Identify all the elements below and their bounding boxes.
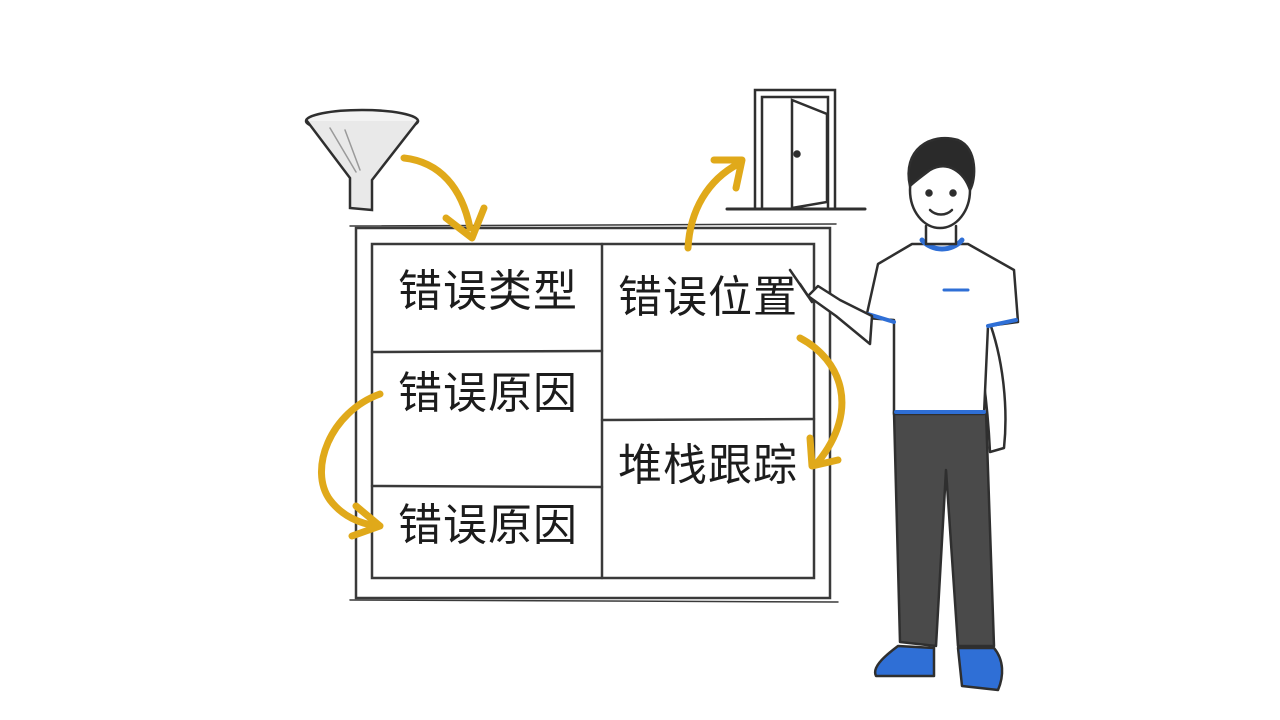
arrow-table-to-door (684, 156, 746, 252)
error-info-table (349, 223, 839, 603)
arrow-funnel-to-table (400, 154, 488, 242)
cell-error-cause-1: 错误原因 (398, 368, 578, 419)
presenter-figure (788, 137, 1020, 692)
arrow-cause-loop (318, 390, 384, 540)
cell-error-location: 错误位置 (618, 272, 798, 323)
funnel-icon (304, 108, 420, 212)
arrow-location-to-stack (796, 334, 846, 470)
open-door-icon (725, 88, 867, 211)
cell-error-type: 错误类型 (398, 266, 578, 317)
cell-stack-trace: 堆栈跟踪 (618, 440, 798, 491)
cell-error-cause-2: 错误原因 (398, 500, 578, 551)
